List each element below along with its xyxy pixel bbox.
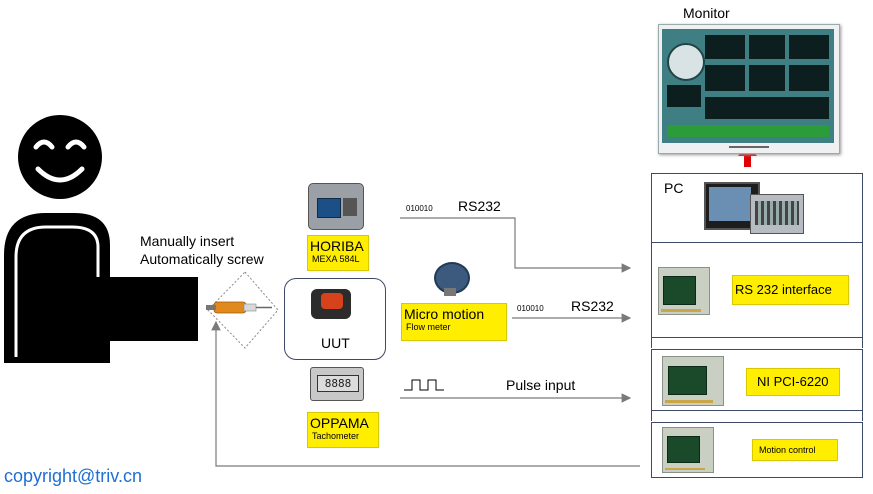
horiba-name: HORIBA: [310, 238, 364, 254]
rs232-interface-text: RS 232 interface: [735, 282, 832, 297]
motion-control-panel: Motion control: [651, 422, 863, 478]
copyright-text[interactable]: copyright@triv.cn: [4, 466, 142, 486]
smiley-face-icon: [18, 115, 102, 199]
rs232-top-line: [400, 217, 632, 273]
panel-gap-2: [651, 411, 863, 421]
screwdriver-icon: [206, 301, 272, 314]
motion-return-line: [211, 320, 640, 467]
pulse-input-label: Pulse input: [506, 377, 576, 393]
uut-box: UUT: [284, 278, 386, 360]
operator-body: [4, 213, 198, 363]
ni-pci-panel: NI PCI-6220: [651, 349, 863, 411]
bits-top-label: 010010: [406, 204, 433, 213]
auto-screw-label: Automatically screw: [140, 251, 264, 267]
rs232-card-image: [658, 267, 710, 315]
horiba-analyzer-image: [308, 183, 364, 230]
motion-control-label: Motion control: [752, 439, 838, 461]
pulse-wave-icon: [404, 379, 444, 391]
micromotion-name: Micro motion: [404, 306, 485, 322]
rs232-interface-label: RS 232 interface: [732, 275, 849, 305]
micromotion-model: Flow meter: [406, 322, 451, 332]
operator-figure: [4, 115, 198, 363]
rs232-mid-label: RS232: [571, 298, 614, 314]
uut-label: UUT: [321, 335, 350, 351]
oppama-name: OPPAMA: [310, 415, 369, 431]
panel-gap-1: [651, 338, 863, 348]
ni-pci-card-image: [662, 356, 724, 406]
monitor-title: Monitor: [683, 5, 730, 21]
pc-panel: PC: [651, 173, 863, 243]
rs232-interface-panel: RS 232 interface: [651, 242, 863, 338]
micromotion-label: Micro motion Flow meter: [401, 303, 507, 341]
engine-image: [307, 285, 355, 323]
horiba-model: MEXA 584L: [312, 254, 360, 264]
tachometer-image: 8888: [310, 367, 364, 401]
motion-control-text: Motion control: [759, 445, 816, 455]
flow-meter-image: [428, 260, 472, 298]
bits-mid-label: 010010: [517, 304, 544, 313]
horiba-label: HORIBA MEXA 584L: [307, 235, 369, 271]
pc-label: PC: [664, 180, 684, 196]
monitor-screenshot: [658, 24, 840, 154]
motion-card-image: [662, 427, 714, 473]
rs232-top-label: RS232: [458, 198, 501, 214]
oppama-label: OPPAMA Tachometer: [307, 412, 379, 448]
pxi-chassis-image: [750, 194, 804, 234]
ni-pci-text: NI PCI-6220: [757, 374, 829, 389]
ni-pci-label: NI PCI-6220: [746, 368, 840, 396]
manual-insert-label: Manually insert: [140, 233, 235, 249]
oppama-model: Tachometer: [312, 431, 360, 441]
